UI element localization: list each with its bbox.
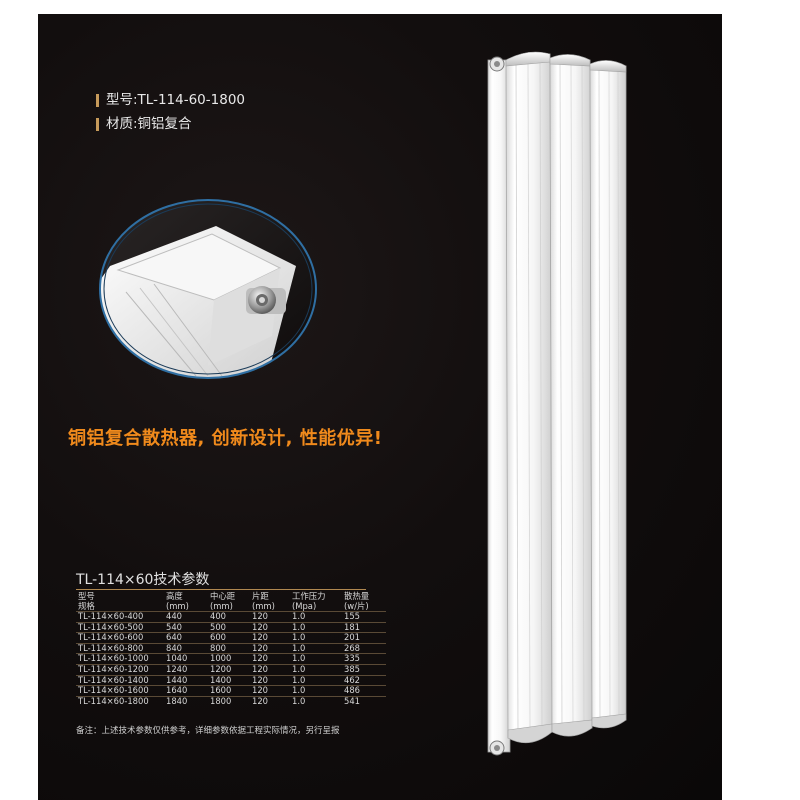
table-cell: TL-114×60-600 bbox=[76, 632, 164, 644]
table-cell: 120 bbox=[250, 653, 290, 665]
table-cell: 155 bbox=[342, 611, 386, 623]
table-cell: 1.0 bbox=[290, 621, 342, 633]
table-cell: 201 bbox=[342, 632, 386, 644]
table-cell: 335 bbox=[342, 653, 386, 665]
header-height-cell: 高度(mm) bbox=[166, 591, 189, 611]
table-cell: 385 bbox=[342, 663, 386, 676]
table-cell: 1440 bbox=[164, 674, 208, 686]
table-cell: TL-114×60-1200 bbox=[76, 663, 164, 676]
table-cell: 462 bbox=[342, 674, 386, 686]
material-text: 材质:铜铝复合 bbox=[106, 116, 192, 132]
model-line: 型号:TL-114-60-1800 bbox=[96, 88, 245, 112]
table-cell: 120 bbox=[250, 695, 290, 707]
table-cell: 1.0 bbox=[290, 685, 342, 697]
gold-bar-marker bbox=[96, 118, 99, 131]
table-cell: TL-114×60-1400 bbox=[76, 674, 164, 686]
table-cell: 840 bbox=[164, 642, 208, 654]
table-cell: 440 bbox=[164, 611, 208, 623]
header-pitch-cell: 片距(mm) bbox=[252, 591, 275, 611]
footnote: 备注：上述技术参数仅供参考，详细参数依据工程实际情况，另行呈报 bbox=[76, 726, 340, 736]
table-cell: 120 bbox=[250, 632, 290, 644]
table-cell: 486 bbox=[342, 685, 386, 697]
params-table-header: 型号规格 高度(mm) 中心距(mm) 片距(mm) 工作压力(Mpa) 散热量… bbox=[76, 591, 386, 612]
table-cell: 120 bbox=[250, 685, 290, 697]
radiator-column bbox=[549, 57, 593, 733]
radiator-column bbox=[589, 63, 627, 727]
table-cell: 1040 bbox=[164, 653, 208, 665]
slogan: 铜铝复合散热器, 创新设计, 性能优异! bbox=[68, 428, 383, 449]
header-pressure-cell: 工作压力(Mpa) bbox=[292, 591, 326, 611]
table-cell: 400 bbox=[208, 611, 250, 623]
table-cell: 1600 bbox=[208, 685, 250, 697]
table-cell: 800 bbox=[208, 642, 250, 654]
table-cell: 1.0 bbox=[290, 632, 342, 644]
header-model-cell: 型号规格 bbox=[78, 591, 95, 611]
table-cell: TL-114×60-1600 bbox=[76, 685, 164, 697]
header-center-distance-cell: 中心距(mm) bbox=[210, 591, 236, 611]
table-cell: TL-114×60-1000 bbox=[76, 653, 164, 665]
gold-bar-marker bbox=[96, 94, 99, 107]
table-cell: 1.0 bbox=[290, 653, 342, 665]
header-heat-output-cell: 散热量(w/片) bbox=[344, 591, 370, 611]
table-cell: 1000 bbox=[208, 653, 250, 665]
table-cell: 500 bbox=[208, 621, 250, 633]
table-cell: 1640 bbox=[164, 685, 208, 697]
table-cell: TL-114×60-800 bbox=[76, 642, 164, 654]
table-cell: 268 bbox=[342, 642, 386, 654]
table-cell: 1.0 bbox=[290, 611, 342, 623]
radiator-column bbox=[505, 53, 553, 739]
table-cell: 640 bbox=[164, 632, 208, 644]
table-cell: 120 bbox=[250, 611, 290, 623]
table-cell: 1.0 bbox=[290, 695, 342, 707]
table-cell: 1.0 bbox=[290, 674, 342, 686]
detail-zoom-image bbox=[99, 199, 317, 379]
table-cell: 1.0 bbox=[290, 663, 342, 676]
table-cell: 600 bbox=[208, 632, 250, 644]
table-cell: 1400 bbox=[208, 674, 250, 686]
table-title-rule bbox=[76, 589, 366, 590]
table-cell: TL-114×60-400 bbox=[76, 611, 164, 623]
table-cell: 1200 bbox=[208, 663, 250, 676]
table-cell: TL-114×60-500 bbox=[76, 621, 164, 633]
table-cell: 1240 bbox=[164, 663, 208, 676]
table-title: TL-114×60技术参数 bbox=[76, 572, 210, 588]
spec-block: 型号:TL-114-60-1800 材质:铜铝复合 bbox=[96, 88, 245, 136]
table-cell: 181 bbox=[342, 621, 386, 633]
table-cell: 120 bbox=[250, 663, 290, 676]
table-cell: 120 bbox=[250, 642, 290, 654]
table-cell: 1.0 bbox=[290, 642, 342, 654]
table-cell: 1840 bbox=[164, 695, 208, 707]
table-cell: 120 bbox=[250, 674, 290, 686]
material-line: 材质:铜铝复合 bbox=[96, 112, 245, 136]
model-text: 型号:TL-114-60-1800 bbox=[106, 92, 245, 108]
table-cell: 541 bbox=[342, 695, 386, 707]
table-cell: 120 bbox=[250, 621, 290, 633]
radiator-product-image bbox=[487, 51, 627, 756]
params-table: 型号规格 高度(mm) 中心距(mm) 片距(mm) 工作压力(Mpa) 散热量… bbox=[76, 591, 386, 707]
table-cell: 1800 bbox=[208, 695, 250, 707]
table-cell: TL-114×60-1800 bbox=[76, 695, 164, 707]
table-cell: 540 bbox=[164, 621, 208, 633]
